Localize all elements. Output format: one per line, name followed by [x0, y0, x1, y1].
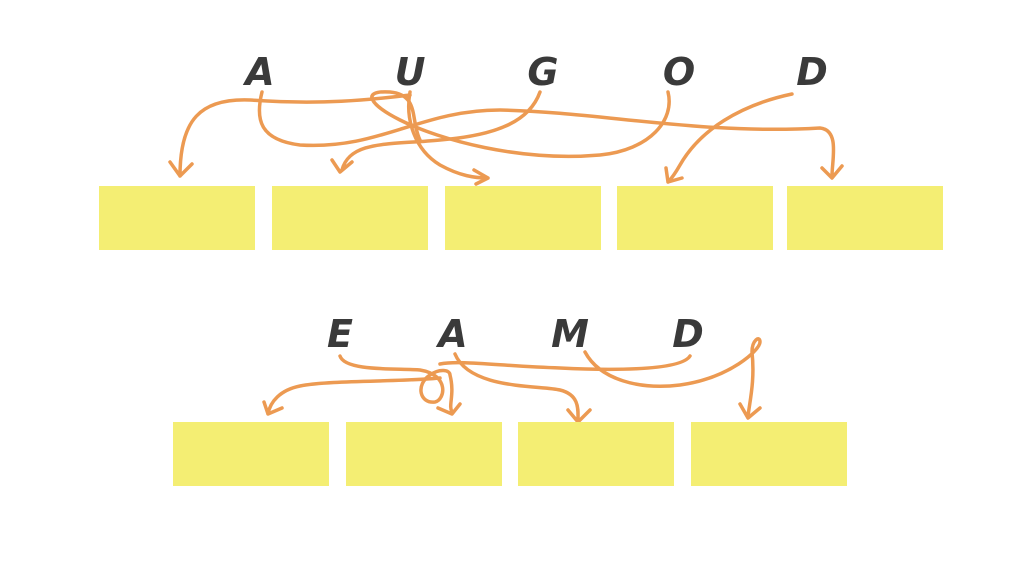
- arrow-a-to-slot-3: [453, 352, 592, 424]
- arrow-g-to-slot-2: [330, 90, 542, 174]
- arrow-a-to-slot-4: [257, 90, 844, 180]
- letter-tile-1[interactable]: E: [327, 312, 353, 356]
- letter-tile-4[interactable]: D: [672, 312, 704, 356]
- arrow-d-to-slot-4: [664, 92, 794, 184]
- arrow-o-to-slot-5: [370, 90, 671, 159]
- letter-tile-1[interactable]: A: [245, 50, 275, 94]
- answer-slot-2[interactable]: [346, 422, 502, 486]
- letter-tile-5[interactable]: D: [796, 50, 828, 94]
- letter-tile-2[interactable]: A: [438, 312, 468, 356]
- arrow-d-to-slot-2: [438, 354, 692, 372]
- arrow-u-to-slot-1: [168, 93, 412, 178]
- answer-slot-3[interactable]: [445, 186, 601, 250]
- answer-slot-4[interactable]: [617, 186, 773, 250]
- letter-tile-4[interactable]: O: [662, 50, 696, 94]
- letter-tile-2[interactable]: U: [394, 50, 426, 94]
- arrow-a-to-slot-1: [262, 376, 442, 416]
- answer-slot-3[interactable]: [518, 422, 674, 486]
- letter-tile-3[interactable]: G: [527, 50, 559, 94]
- answer-slot-1[interactable]: [173, 422, 329, 486]
- answer-slot-5[interactable]: [787, 186, 943, 250]
- answer-slot-4[interactable]: [691, 422, 847, 486]
- answer-slot-1[interactable]: [99, 186, 255, 250]
- answer-slot-2[interactable]: [272, 186, 428, 250]
- letter-tile-3[interactable]: M: [551, 312, 589, 356]
- arrow-e-to-slot-2: [338, 354, 462, 416]
- arrow-u-to-slot-3: [407, 90, 490, 186]
